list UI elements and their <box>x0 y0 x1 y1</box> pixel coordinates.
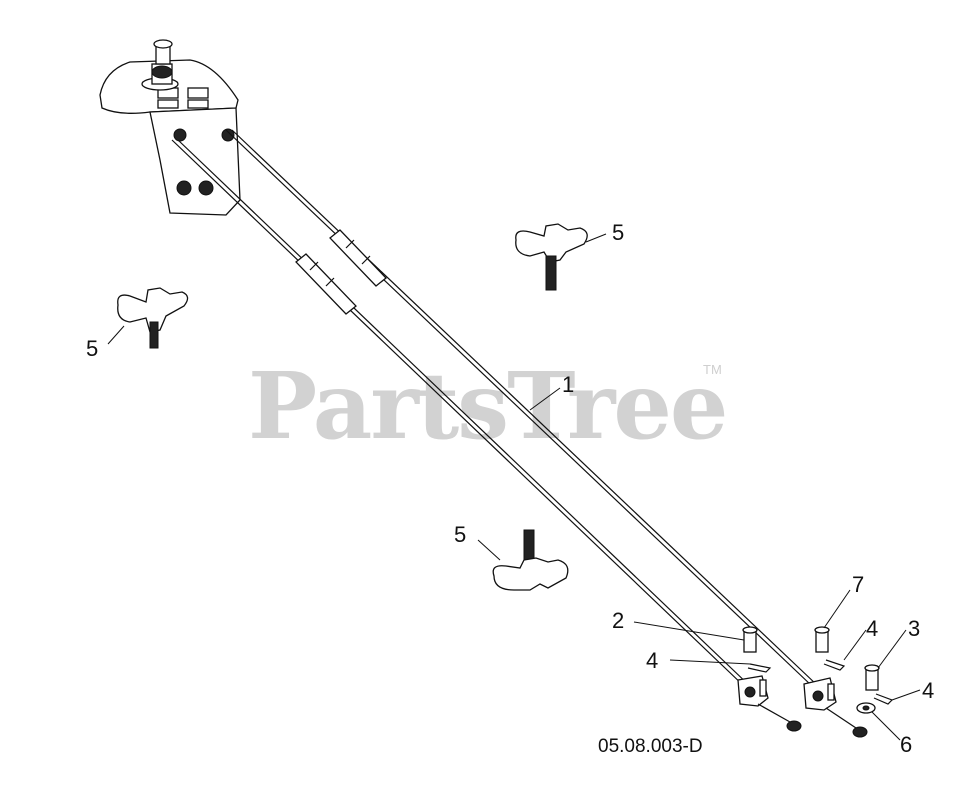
mounting-bracket <box>99 39 241 216</box>
watermark-trademark: TM <box>703 362 722 377</box>
callout-4a: 4 <box>646 648 658 673</box>
callouts: 1 2 3 4 4 4 5 5 5 6 7 <box>86 220 934 757</box>
cable-ferrule-right <box>329 229 387 287</box>
leader-lines <box>107 233 921 741</box>
hairpin-clip-b <box>823 659 846 671</box>
callout-5c: 5 <box>454 522 466 547</box>
cable-clip-upper <box>515 223 588 291</box>
hairpin-clip-c <box>873 693 894 705</box>
cable-outer <box>225 129 819 687</box>
cable-end-bracket-left <box>737 675 802 732</box>
clevis-pin-3 <box>864 664 880 691</box>
callout-5a: 5 <box>612 220 624 245</box>
callout-4b: 4 <box>866 616 878 641</box>
cable-ferrule-left <box>295 253 357 315</box>
callout-6: 6 <box>900 732 912 757</box>
hairpin-clip-a <box>747 663 772 673</box>
document-number: 05.08.003-D <box>598 736 703 757</box>
watermark-text: PartsTree <box>248 352 726 460</box>
cable-inner <box>171 139 753 689</box>
callout-5b: 5 <box>86 336 98 361</box>
cable-clip-lower <box>492 529 569 591</box>
cable-end-bracket-right <box>803 677 868 738</box>
callout-4c: 4 <box>922 678 934 703</box>
callout-7: 7 <box>852 572 864 597</box>
clevis-pin-7 <box>814 626 830 653</box>
cable-clip-left <box>117 287 189 349</box>
callout-3: 3 <box>908 616 920 641</box>
callout-1: 1 <box>562 372 574 397</box>
clevis-pin-2 <box>742 626 758 653</box>
callout-2: 2 <box>612 608 624 633</box>
watermark: PartsTree TM <box>248 352 728 460</box>
washer-6 <box>856 702 876 714</box>
